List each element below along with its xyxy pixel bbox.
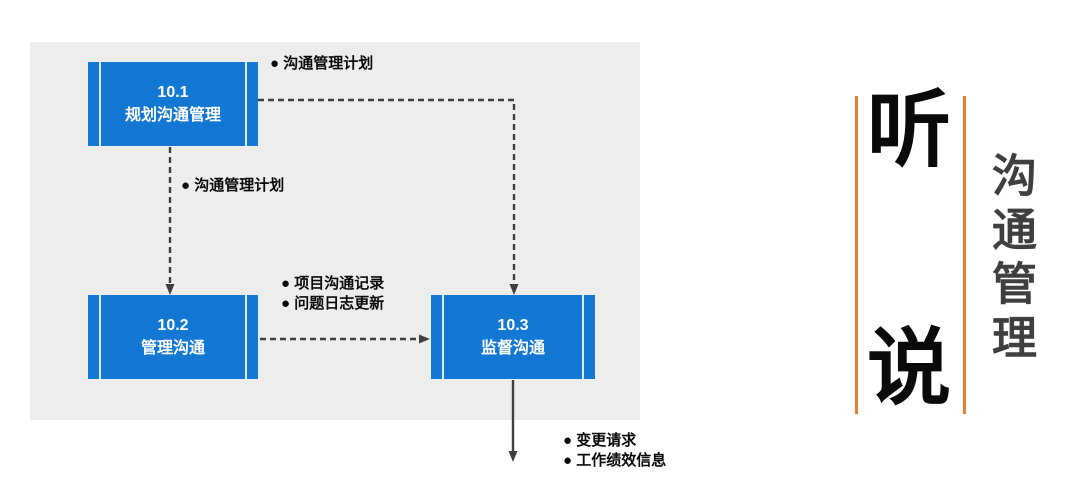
box-accent-stripe — [582, 295, 584, 379]
accent-line-left — [855, 96, 858, 414]
accent-line-right — [963, 96, 966, 414]
label-change-requests: ● 变更请求 — [563, 432, 637, 449]
process-title: 监督沟通 — [480, 340, 545, 357]
label-project-communications: ● 项目沟通记录 — [281, 275, 385, 292]
process-number: 10.2 — [157, 316, 189, 334]
process-title: 规划沟通管理 — [124, 107, 221, 124]
box-accent-stripe — [245, 62, 247, 146]
label-plan-output-left: ● 沟通管理计划 — [181, 177, 285, 194]
process-number: 10.1 — [157, 83, 189, 101]
box-accent-stripe — [99, 62, 101, 146]
process-number: 10.3 — [497, 316, 529, 334]
process-box-manage-communications: 10.2 管理沟通 — [88, 295, 258, 379]
box-accent-stripe — [99, 295, 101, 379]
label-work-performance-info: ● 工作绩效信息 — [563, 452, 667, 469]
char-listen: 听 — [866, 83, 951, 177]
label-manage-outputs: ● 项目沟通记录 ● 问题日志更新 — [281, 274, 384, 314]
process-box-plan-communications: 10.1 规划沟通管理 — [88, 62, 258, 146]
box-accent-stripe — [442, 295, 444, 379]
vertical-title: 沟通管理 — [985, 152, 1036, 368]
label-plan-output-top: ● 沟通管理计划 — [270, 55, 374, 72]
listen-speak-block: 听 说 — [858, 88, 960, 410]
label-issue-log-updates: ● 问题日志更新 — [281, 295, 385, 312]
process-box-monitor-communications: 10.3 监督沟通 — [431, 295, 595, 379]
char-speak: 说 — [866, 321, 951, 415]
box-accent-stripe — [245, 295, 247, 379]
process-title: 管理沟通 — [140, 340, 205, 357]
label-monitor-outputs: ● 变更请求 ● 工作绩效信息 — [563, 431, 666, 471]
